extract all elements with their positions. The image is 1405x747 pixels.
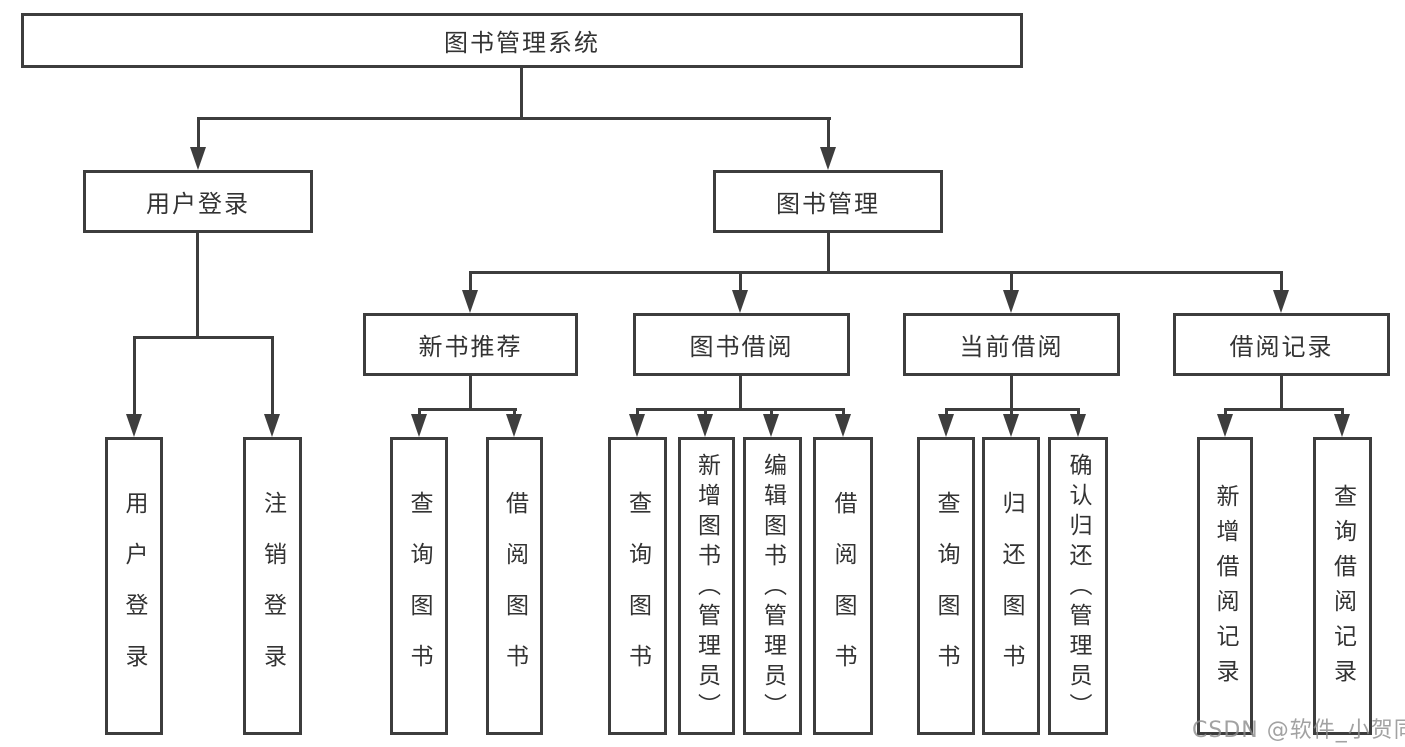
connector-stem-cur-query: [945, 408, 948, 418]
arrow-to-recommend-icon: [462, 290, 478, 313]
connector-recommend-split: [418, 408, 517, 411]
leaf-logout: 注销登录: [243, 437, 302, 735]
connector-stem-rec-query: [418, 408, 421, 418]
arrow-to-borrow-icon: [732, 290, 748, 313]
arrow-to-logout-leaf-icon: [264, 414, 280, 437]
leaf-borrow-lend: 借阅图书: [813, 437, 873, 735]
arrow-to-bor-add-icon: [697, 414, 713, 437]
connector-user-login-split: [133, 336, 274, 339]
connector-root-stem: [520, 68, 523, 118]
arrow-to-bor-edit-icon: [763, 414, 779, 437]
arrow-to-current-icon: [1003, 290, 1019, 313]
connector-book-mgmt-stem: [827, 233, 830, 274]
arrow-to-login-leaf-icon: [126, 414, 142, 437]
leaf-record-add: 新增借阅记录: [1197, 437, 1253, 735]
connector-borrow-split: [636, 408, 845, 411]
node-record-label: 借阅记录: [1229, 333, 1334, 361]
connector-stem-rec-query-record: [1341, 408, 1344, 418]
arrow-to-user-login-icon: [190, 147, 206, 170]
leaf-record-add-label: 新增借阅记录: [1212, 484, 1238, 694]
leaf-recommend-query: 查询图书: [390, 437, 448, 735]
node-current-label: 当前借阅: [959, 333, 1064, 361]
arrow-to-rec-query-icon: [411, 414, 427, 437]
arrow-to-rec-query-record-icon: [1334, 414, 1350, 437]
node-book-mgmt-label: 图书管理: [776, 190, 880, 218]
connector-stem-cur-confirm: [1077, 408, 1080, 418]
connector-user-login-stem: [196, 233, 199, 339]
arrow-to-bor-query-icon: [629, 414, 645, 437]
node-root: 图书管理系统: [21, 13, 1023, 68]
node-recommend: 新书推荐: [363, 313, 578, 376]
leaf-borrow-query: 查询图书: [608, 437, 667, 735]
connector-stem-user-login: [197, 117, 200, 150]
leaf-recommend-borrow-label: 借阅图书: [501, 491, 528, 695]
leaf-recommend-query-label: 查询图书: [406, 491, 432, 695]
node-current: 当前借阅: [903, 313, 1120, 376]
leaf-user-login: 用户登录: [105, 437, 163, 735]
leaf-borrow-add: 新增图书（管理员）: [678, 437, 735, 735]
watermark: CSDN @软件_小贺同学: [1192, 718, 1405, 743]
arrow-to-rec-borrow-icon: [506, 414, 522, 437]
node-borrow-label: 图书借阅: [689, 333, 794, 361]
leaf-current-confirm: 确认归还（管理员）: [1048, 437, 1108, 735]
connector-stem-bor-query: [636, 408, 639, 418]
arrow-to-rec-add-record-icon: [1217, 414, 1233, 437]
connector-stem-bor-lend: [842, 408, 845, 418]
connector-stem-book-mgmt: [827, 117, 830, 150]
leaf-borrow-lend-label: 借阅图书: [830, 491, 856, 695]
leaf-current-query: 查询图书: [917, 437, 975, 735]
connector-stem-borrow: [739, 271, 742, 295]
connector-record-split: [1224, 408, 1344, 411]
connector-stem-bor-add: [704, 408, 707, 418]
arrow-to-bor-lend-icon: [835, 414, 851, 437]
connector-book-mgmt-split: [469, 271, 1283, 274]
connector-stem-rec-borrow: [513, 408, 516, 418]
arrow-to-cur-confirm-icon: [1070, 414, 1086, 437]
connector-stem-recommend: [469, 271, 472, 295]
arrow-to-record-icon: [1273, 290, 1289, 313]
leaf-logout-label: 注销登录: [259, 491, 286, 695]
leaf-current-query-label: 查询图书: [933, 491, 959, 695]
node-root-label: 图书管理系统: [444, 29, 600, 57]
leaf-current-confirm-label: 确认归还（管理员）: [1065, 453, 1091, 723]
arrow-to-cur-return-icon: [1003, 414, 1019, 437]
connector-stem-login-leaf: [133, 336, 136, 417]
node-record: 借阅记录: [1173, 313, 1390, 376]
node-borrow: 图书借阅: [633, 313, 850, 376]
arrow-to-cur-query-icon: [938, 414, 954, 437]
connector-current-stem: [1010, 376, 1013, 411]
connector-stem-bor-edit: [770, 408, 773, 418]
leaf-borrow-add-label: 新增图书（管理员）: [693, 453, 720, 723]
connector-stem-current: [1010, 271, 1013, 295]
node-book-mgmt: 图书管理: [713, 170, 943, 233]
leaf-recommend-borrow: 借阅图书: [486, 437, 543, 735]
connector-recommend-stem: [469, 376, 472, 411]
connector-stem-rec-add-record: [1224, 408, 1227, 418]
leaf-record-query: 查询借阅记录: [1313, 437, 1372, 735]
node-recommend-label: 新书推荐: [418, 333, 523, 361]
node-user-login: 用户登录: [83, 170, 313, 233]
connector-root-split: [197, 117, 831, 120]
leaf-borrow-edit: 编辑图书（管理员）: [743, 437, 802, 735]
leaf-borrow-query-label: 查询图书: [624, 491, 651, 695]
leaf-borrow-edit-label: 编辑图书（管理员）: [759, 453, 786, 723]
leaf-user-login-label: 用户登录: [121, 491, 147, 695]
connector-stem-record: [1280, 271, 1283, 295]
node-user-login-label: 用户登录: [146, 190, 250, 218]
connector-record-stem: [1280, 376, 1283, 411]
leaf-current-return: 归还图书: [982, 437, 1040, 735]
arrow-to-book-mgmt-icon: [820, 147, 836, 170]
leaf-record-query-label: 查询借阅记录: [1329, 484, 1356, 694]
connector-stem-cur-return: [1010, 408, 1013, 418]
leaf-current-return-label: 归还图书: [998, 491, 1024, 695]
connector-stem-logout-leaf: [271, 336, 274, 417]
connector-borrow-stem: [739, 376, 742, 411]
